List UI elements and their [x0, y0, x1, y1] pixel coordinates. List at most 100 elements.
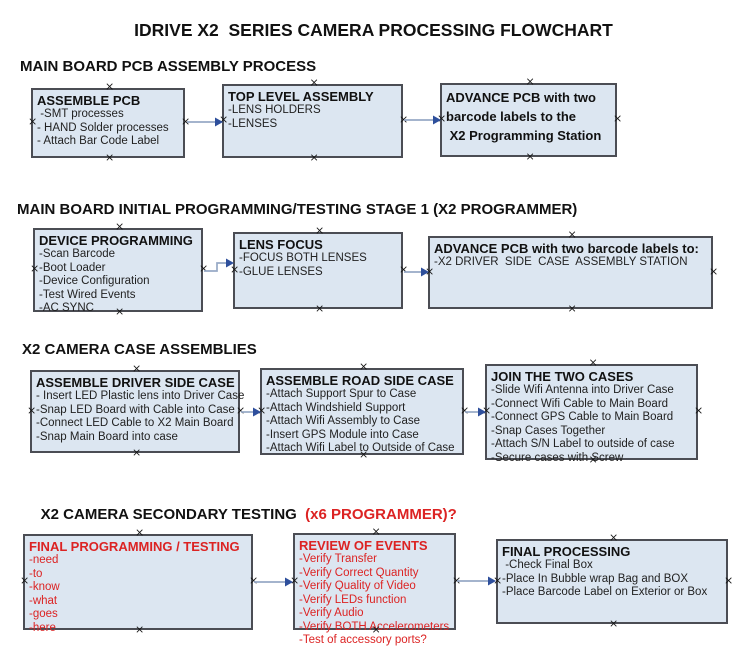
flow-arrow-icon	[404, 115, 441, 125]
box-item: -Slide Wifi Antenna into Driver Case	[491, 384, 674, 396]
box-item: -Insert GPS Module into Case	[266, 428, 419, 441]
box-title: ADVANCE PCB with two barcode labels to:	[434, 241, 699, 256]
connection-handle-icon: ×	[315, 224, 325, 237]
box-item: -Snap LED Board with Cable into Case	[36, 403, 235, 416]
box-item: -Connect LED Cable to X2 Main Board	[36, 417, 234, 429]
box-item: -Verify Quality of Video	[299, 580, 416, 592]
connection-handle-icon: ×	[359, 448, 369, 461]
connection-handle-icon: ×	[135, 526, 145, 539]
box-item: -goes	[29, 608, 58, 620]
connection-handle-icon: ×	[609, 617, 619, 630]
box-title: barcode labels to the	[446, 109, 577, 124]
flow-box-device-programming: DEVICE PROGRAMMING -Scan Barcode -Boot L…	[30, 221, 209, 317]
box-item: -Verify LEDs function	[299, 593, 407, 606]
connection-handle-icon: ×	[132, 446, 142, 459]
section-header-pcb-assembly: MAIN BOARD PCB ASSEMBLY PROCESS	[20, 58, 317, 75]
connection-handle-icon: ×	[613, 112, 623, 125]
connection-handle-icon: ×	[460, 403, 470, 417]
box-item: -SMT processes	[37, 108, 124, 120]
box-item: -Snap Main Board into case	[36, 430, 178, 443]
page-title: IDRIVE X2 SERIES CAMERA PROCESSING FLOWC…	[134, 20, 613, 40]
flow-arrow-icon	[457, 576, 496, 586]
connection-handle-icon: ×	[609, 531, 619, 544]
connection-handle-icon: ×	[181, 115, 191, 128]
box-title: ASSEMBLE PCB	[37, 93, 141, 108]
connection-handle-icon: ×	[290, 573, 300, 587]
connection-handle-icon: ×	[588, 356, 598, 369]
connection-handle-icon: ×	[27, 403, 37, 417]
box-item: -Verify Transfer	[299, 553, 377, 565]
box-item: -Check Final Box	[502, 559, 593, 571]
section-header-black-part: X2 CAMERA SECONDARY TESTING	[40, 506, 306, 523]
box-title: ADVANCE PCB with two	[446, 90, 596, 105]
flow-box-final-processing: FINAL PROCESSING -Check Final Box -Place…	[493, 532, 734, 629]
flow-arrow-icon	[254, 577, 293, 587]
box-item: -GLUE LENSES	[239, 265, 323, 278]
box-item: -Device Configuration	[39, 275, 150, 287]
flow-box-assemble-road-side-case: ASSEMBLE ROAD SIDE CASE -Attach Support …	[257, 361, 470, 460]
box-item: -FOCUS BOTH LENSES	[239, 252, 367, 264]
box-title: ASSEMBLE ROAD SIDE CASE	[266, 373, 454, 388]
box-item: -Place Barcode Label on Exterior or Box	[502, 586, 708, 598]
connection-handle-icon: ×	[115, 220, 125, 233]
connection-handle-icon: ×	[30, 262, 40, 275]
section-header-initial-programming: MAIN BOARD INITIAL PROGRAMMING/TESTING S…	[17, 201, 578, 218]
connection-handle-icon: ×	[135, 623, 145, 636]
connection-handle-icon: ×	[525, 75, 535, 88]
connection-handle-icon: ×	[724, 573, 734, 587]
section-header-secondary-testing: X2 CAMERA SECONDARY TESTING (x6 PROGRAMM…	[24, 489, 457, 540]
connection-handle-icon: ×	[709, 264, 719, 278]
connection-handle-icon: ×	[230, 262, 240, 276]
box-item: -Verify BOTH Accelerometers	[299, 620, 450, 633]
box-item: -Boot Loader	[39, 261, 106, 274]
connection-handle-icon: ×	[105, 151, 115, 164]
box-title: JOIN THE TWO CASES	[491, 369, 634, 384]
connection-handle-icon: ×	[452, 573, 462, 587]
flow-arrow-icon	[187, 117, 223, 127]
box-item: - Attach Bar Code Label	[37, 135, 160, 147]
box-title: FINAL PROCESSING	[502, 544, 631, 559]
connection-handle-icon: ×	[567, 302, 577, 315]
box-item: -Attach S/N Label to outside of case	[491, 438, 675, 450]
connection-handle-icon: ×	[105, 80, 115, 93]
flow-box-final-programming-testing: FINAL PROGRAMMING / TESTING -need -to -k…	[20, 527, 259, 635]
box-item: -Test Wired Events	[39, 288, 136, 301]
connection-handle-icon: ×	[359, 360, 369, 373]
connection-handle-icon: ×	[371, 623, 381, 636]
section-header-case-assemblies: X2 CAMERA CASE ASSEMBLIES	[22, 341, 257, 358]
box-item: -Verify Correct Quantity	[299, 566, 419, 579]
connection-handle-icon: ×	[309, 151, 319, 164]
box-title: TOP LEVEL ASSEMBLY	[228, 89, 374, 104]
connection-handle-icon: ×	[588, 453, 598, 466]
box-item: -need	[29, 554, 59, 566]
box-item: -AC SYNC	[39, 302, 94, 314]
box-item: -Connect GPS Cable to Main Board	[491, 411, 674, 423]
box-item: -LENS HOLDERS	[228, 104, 321, 116]
box-item: -here	[29, 621, 56, 634]
connection-handle-icon: ×	[132, 362, 142, 375]
box-title: FINAL PROGRAMMING / TESTING	[29, 539, 240, 554]
flow-box-top-level-assembly: TOP LEVEL ASSEMBLY -LENS HOLDERS -LENSES…	[219, 77, 408, 163]
connection-handle-icon: ×	[199, 262, 209, 275]
box-item: -Connect Wifi Cable to Main Board	[491, 397, 669, 410]
box-title: ASSEMBLE DRIVER SIDE CASE	[36, 375, 235, 390]
connection-handle-icon: ×	[219, 113, 229, 126]
box-item: -Test of accessory ports?	[299, 634, 427, 646]
connection-handle-icon: ×	[249, 574, 259, 587]
box-title: LENS FOCUS	[239, 237, 323, 252]
box-item: -Attach Wifi Label to Outside of Case	[266, 442, 455, 454]
flow-box-advance-pcb-programming-station: ADVANCE PCB with two barcode labels to t…	[437, 76, 623, 162]
box-item: -Attach Windshield Support	[266, 401, 406, 414]
box-item: -Attach Support Spur to Case	[266, 388, 417, 400]
box-title: DEVICE PROGRAMMING	[39, 233, 193, 248]
flow-box-assemble-pcb: ASSEMBLE PCB -SMT processes - HAND Solde…	[28, 81, 191, 163]
box-item: - Insert LED Plastic lens into Driver Ca…	[36, 390, 245, 402]
connection-handle-icon: ×	[28, 115, 38, 128]
connection-handle-icon: ×	[257, 403, 267, 417]
box-item: -Place In Bubble wrap Bag and BOX	[502, 572, 689, 585]
section-header-red-part: (x6 PROGRAMMER)?	[305, 506, 457, 523]
connection-handle-icon: ×	[567, 228, 577, 241]
connection-handle-icon: ×	[315, 302, 325, 315]
box-item: -Secure cases with Screw	[491, 451, 624, 464]
